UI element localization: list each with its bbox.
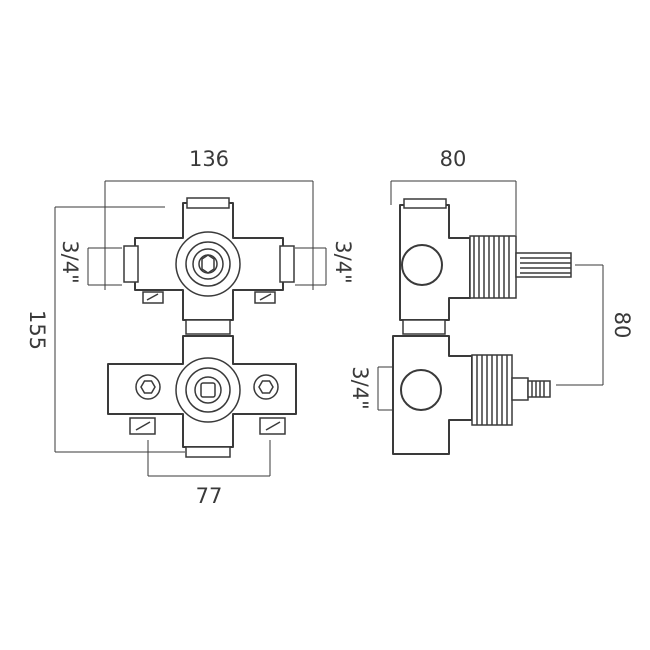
side-upper-body [399,198,572,321]
side-lower-port [400,369,442,411]
side-view: 80 80 3/4" [348,147,634,455]
front-left-thread-label: 3/4" [58,240,82,283]
left-bolt [135,374,161,400]
side-depth-dimension: 80 [390,147,517,235]
upper-spindle-nut [201,254,215,274]
right-inlet-port [279,245,295,283]
side-top-collar [403,198,447,209]
left-inlet-port [123,245,139,283]
side-upper-port [401,244,443,286]
front-width-label: 136 [189,147,229,171]
side-depth-label: 80 [440,147,467,171]
bottom-port-collar [185,446,231,458]
front-lower-body [107,335,297,458]
side-outlet-dimension: 80 [556,264,634,386]
top-port-collar [186,197,230,209]
front-lower-label: 77 [196,484,223,508]
front-height-label: 155 [25,310,49,350]
front-height-dimension: 155 [25,206,185,453]
upper-cartridge-outer [175,231,241,297]
front-width-dimension: 136 [104,147,314,290]
front-lower-dimension: 77 [147,440,271,508]
lower-cartridge-outer [175,357,241,423]
side-coupling [402,319,446,335]
front-view: 136 155 77 3/4" 3/4" [25,147,355,508]
front-upper-body [123,197,295,321]
front-right-thread-label: 3/4" [331,240,355,283]
side-outlet-label: 80 [610,312,634,339]
lower-spindle [200,382,216,398]
side-thread-label: 3/4" [348,366,372,409]
front-coupling [185,319,231,335]
side-lower-nut [511,377,529,401]
side-lower-body [392,335,551,455]
side-thread-dimension: 3/4" [348,366,395,411]
right-bolt [253,374,279,400]
front-right-thread-dimension: 3/4" [295,240,355,286]
front-left-thread-dimension: 3/4" [58,240,122,286]
